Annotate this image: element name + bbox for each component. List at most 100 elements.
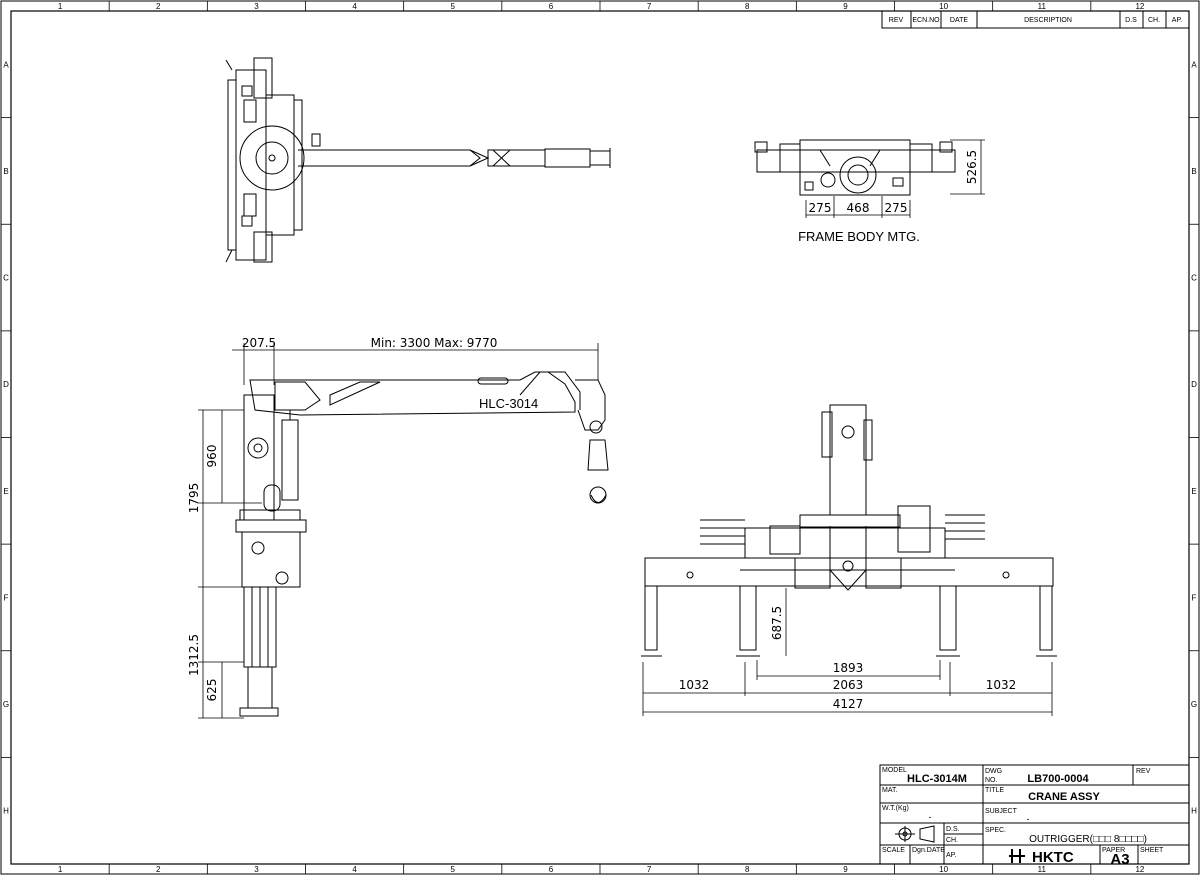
dwg-label-1: DWG: [985, 768, 1002, 775]
zone-col-top-label: 4: [352, 2, 357, 11]
zone-row-left-label: B: [3, 167, 8, 176]
frame-dim-height: 526.5: [965, 150, 979, 184]
zone-col-top-label: 8: [745, 2, 750, 11]
frame-dim-mid: 468: [847, 201, 870, 215]
zone-col-top-label: 5: [451, 2, 456, 11]
ap-header: AP.: [1172, 17, 1182, 24]
dim-1032-right: 1032: [986, 678, 1017, 692]
dim-960: 960: [205, 445, 219, 468]
model-label: MODEL: [882, 767, 907, 774]
zone-col-top-label: 9: [843, 2, 848, 11]
dim-reach: Min: 3300 Max: 9770: [371, 336, 498, 350]
zone-row-left-label: E: [3, 487, 8, 496]
rev-header: REV: [889, 17, 904, 24]
zone-row-right-label: E: [1191, 487, 1196, 496]
ap-label: AP.: [946, 852, 956, 859]
paper-value: A3: [1110, 851, 1129, 868]
dwg-label-2: NO.: [985, 777, 998, 784]
dim-height-rear: 687.5: [770, 606, 784, 640]
zone-col-top-label: 12: [1135, 2, 1144, 11]
side-view-drawing: [235, 371, 609, 717]
zone-row-left-label: H: [3, 807, 9, 816]
zone-col-bottom-label: 10: [939, 865, 948, 874]
ds-header: D.S: [1125, 17, 1137, 24]
sheet-label: SHEET: [1140, 847, 1164, 854]
zone-col-top-label: 3: [254, 2, 259, 11]
dgn-date-label: Dgn.DATE: [912, 847, 945, 854]
revision-table: REV ECN.NO DATE DESCRIPTION D.S CH. AP.: [881, 10, 1190, 29]
mat-label: MAT.: [882, 787, 897, 794]
spec-label: SPEC.: [985, 827, 1006, 834]
zone-row-right-label: C: [1191, 274, 1197, 283]
zone-row-right-label: G: [1191, 700, 1197, 709]
zone-row-right-label: B: [1191, 167, 1196, 176]
ch-header: CH.: [1148, 17, 1160, 24]
dim-1032-left: 1032: [679, 678, 710, 692]
subject-value: -: [1027, 814, 1030, 824]
side-dimensions: [198, 343, 599, 719]
projection-symbol: [895, 825, 935, 843]
wt-label: W.T.(Kg): [882, 805, 909, 812]
dwg-value: LB700-0004: [1027, 773, 1089, 785]
dim-offset: 207.5: [242, 336, 276, 350]
zone-col-top-label: 1: [58, 2, 63, 11]
zone-col-bottom-label: 5: [451, 865, 456, 874]
zone-row-left-label: A: [3, 60, 9, 69]
zone-row-right-label: A: [1191, 60, 1197, 69]
dim-4127: 4127: [833, 697, 864, 711]
zone-col-bottom-label: 8: [745, 865, 750, 874]
zone-col-top-label: 7: [647, 2, 652, 11]
ds-label: D.S.: [946, 826, 960, 833]
title-label: TITLE: [985, 787, 1004, 794]
title-block: [879, 764, 1190, 865]
description-header: DESCRIPTION: [1024, 17, 1072, 24]
top-view-drawing: [225, 57, 611, 263]
zone-col-bottom-label: 7: [647, 865, 652, 874]
zone-col-bottom-label: 4: [352, 865, 357, 874]
zone-col-top-label: 6: [549, 2, 554, 11]
zone-row-right-label: H: [1191, 807, 1197, 816]
logo-text: HKTC: [1032, 849, 1074, 866]
dim-2063: 2063: [833, 678, 864, 692]
inner-border: [10, 10, 1190, 865]
ecn-header: ECN.NO: [912, 17, 940, 24]
zone-col-bottom-label: 6: [549, 865, 554, 874]
zone-col-bottom-label: 9: [843, 865, 848, 874]
frame-dimensions: [805, 139, 985, 218]
zone-row-left-label: D: [3, 380, 9, 389]
dim-1312: 1312.5: [187, 634, 201, 676]
subject-label: SUBJECT: [985, 808, 1018, 815]
model-value: HLC-3014M: [907, 773, 967, 785]
frame-body-drawing: [754, 139, 956, 196]
zone-col-bottom-label: 3: [254, 865, 259, 874]
zone-row-right-label: D: [1191, 380, 1197, 389]
spec-value: OUTRIGGER(□□□ 8□□□□): [1029, 834, 1147, 845]
dim-1795: 1795: [187, 483, 201, 514]
zone-row-left-label: C: [3, 274, 9, 283]
zone-col-top-label: 11: [1038, 2, 1047, 11]
frame-dim-left: 275: [809, 201, 832, 215]
frame-dim-right: 275: [885, 201, 908, 215]
zone-row-left-label: F: [4, 593, 9, 602]
scale-label: SCALE: [882, 847, 905, 854]
zone-col-bottom-label: 11: [1038, 865, 1047, 874]
zone-col-top-label: 2: [156, 2, 161, 11]
hktc-logo-icon: [1009, 849, 1025, 863]
dim-1893: 1893: [833, 661, 864, 675]
zone-col-bottom-label: 1: [58, 865, 63, 874]
zone-row-left-label: G: [3, 700, 9, 709]
frame-body-label: FRAME BODY MTG.: [798, 229, 920, 244]
rear-view-drawing: [641, 404, 1057, 657]
zone-col-bottom-label: 12: [1135, 865, 1144, 874]
paper-label: PAPER: [1102, 847, 1125, 854]
date-header: DATE: [950, 17, 968, 24]
zone-col-top-label: 10: [939, 2, 948, 11]
zone-col-bottom-label: 2: [156, 865, 161, 874]
zone-row-right-label: F: [1192, 593, 1197, 602]
rev-label: REV: [1136, 768, 1151, 775]
dim-625: 625: [205, 679, 219, 702]
ch-label: CH.: [946, 837, 958, 844]
